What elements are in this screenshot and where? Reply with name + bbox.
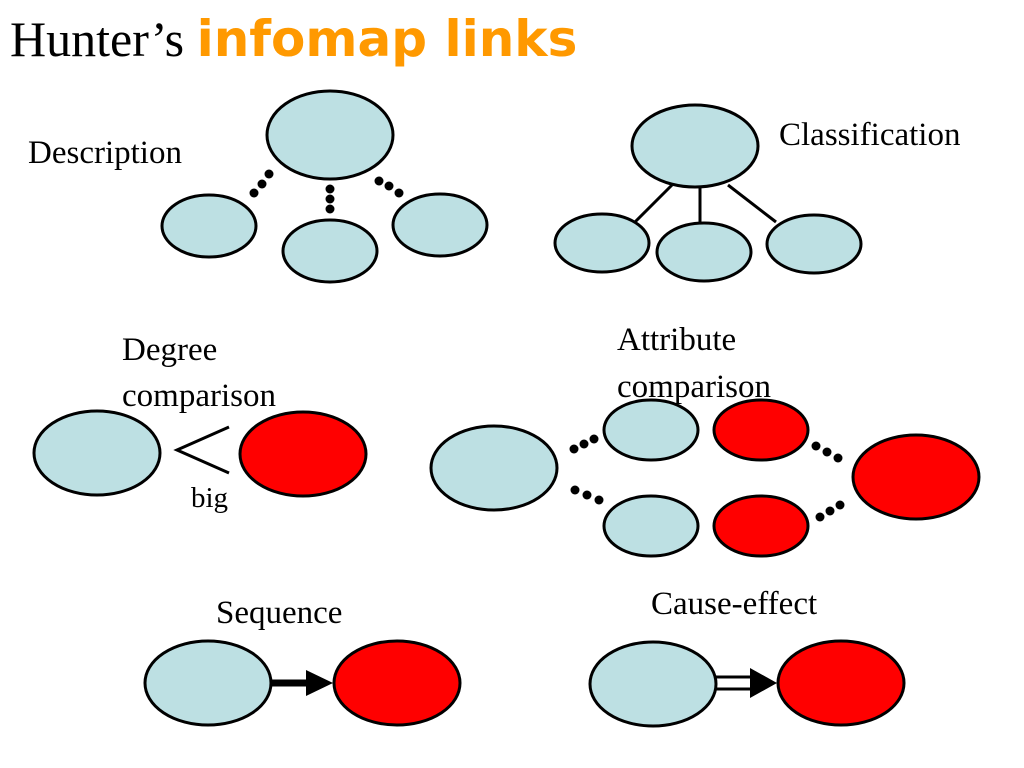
dot <box>579 439 589 449</box>
dot <box>257 179 267 189</box>
degree-marker-label: big <box>191 482 228 514</box>
dot <box>325 204 335 214</box>
description-label: Description <box>28 135 182 171</box>
dot <box>582 490 592 500</box>
classification-child-node-right <box>765 213 863 275</box>
attribute-node-bottom-blue <box>602 494 700 558</box>
description-diagram: Description <box>28 89 489 284</box>
dot <box>325 194 335 204</box>
degree-comparison-diagram: Degree comparison big <box>32 332 368 514</box>
attribute-source-node <box>429 424 559 512</box>
dot <box>589 434 599 444</box>
cause-effect-label: Cause-effect <box>651 586 817 622</box>
classification-parent-node <box>630 103 760 189</box>
title-accent: infomap links <box>196 10 578 68</box>
description-child-node-left <box>160 193 258 259</box>
dot <box>325 184 335 194</box>
cause-effect-diagram: Cause-effect <box>588 586 906 728</box>
dot <box>374 176 384 186</box>
classification-child-node-middle <box>655 221 753 283</box>
description-child-node-middle <box>281 218 379 284</box>
attribute-target-node <box>851 433 981 521</box>
dot <box>594 495 604 505</box>
dot <box>570 485 580 495</box>
dot <box>822 447 832 457</box>
dot <box>835 500 845 510</box>
dot <box>394 188 404 198</box>
degree-label-line1: Degree <box>122 332 217 368</box>
title-main: Hunter’s <box>10 11 197 67</box>
slide-title: Hunter’s infomap links <box>10 10 577 68</box>
attribute-node-bottom-red <box>712 494 810 558</box>
effect-node <box>776 639 906 727</box>
dot <box>833 453 843 463</box>
attribute-label-line1: Attribute <box>617 322 736 358</box>
cause-node <box>588 640 718 728</box>
less-than-symbol <box>173 425 230 475</box>
attribute-node-top-blue <box>602 398 700 462</box>
dot <box>815 512 825 522</box>
dot <box>825 506 835 516</box>
attribute-node-top-red <box>712 398 810 462</box>
classification-label: Classification <box>779 117 960 153</box>
dot <box>249 188 259 198</box>
sequence-arrow-head <box>306 670 333 696</box>
attribute-comparison-diagram: Attribute comparison <box>429 322 981 558</box>
dot <box>384 181 394 191</box>
sequence-node-next <box>332 639 462 727</box>
dot <box>569 444 579 454</box>
connector-line <box>727 183 777 224</box>
degree-label-line2: comparison <box>122 378 276 414</box>
connector-line <box>633 183 674 224</box>
sequence-node-first <box>143 639 273 727</box>
degree-node-larger <box>238 410 368 498</box>
description-parent-node <box>265 89 395 181</box>
dot <box>264 169 274 179</box>
degree-node-smaller <box>32 409 162 497</box>
classification-child-node-left <box>553 212 651 274</box>
sequence-diagram: Sequence <box>143 595 462 727</box>
dot <box>811 441 821 451</box>
classification-diagram: Classification <box>553 103 960 283</box>
sequence-label: Sequence <box>216 595 342 631</box>
cause-effect-arrow-head <box>750 668 777 698</box>
description-child-node-right <box>391 192 489 258</box>
